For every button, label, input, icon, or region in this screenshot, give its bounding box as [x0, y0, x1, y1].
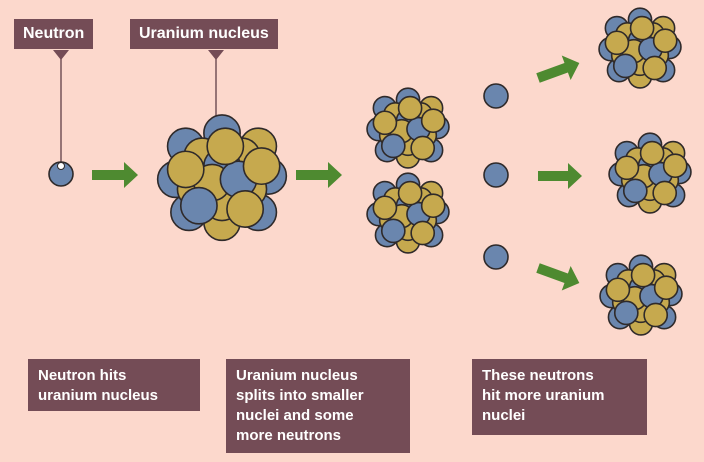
proton-particle [644, 303, 667, 326]
neutron-particle [382, 134, 405, 157]
caption-line: uranium nucleus [38, 386, 190, 406]
proton-particle [654, 29, 677, 52]
uranium-nucleus-label-text: Uranium nucleus [139, 25, 269, 42]
proton-particle [373, 196, 396, 219]
green-arrow [296, 162, 342, 188]
green-arrow [534, 51, 584, 90]
uranium-nucleus-target [600, 255, 682, 335]
caption-line: Uranium nucleus [236, 366, 400, 386]
arrow-shape [534, 256, 584, 295]
neutron-particle [382, 219, 405, 242]
proton-particle [399, 97, 422, 120]
proton-particle [168, 151, 204, 187]
uranium-nucleus-target [609, 133, 691, 213]
green-arrow [538, 163, 582, 189]
pointer-dot [58, 163, 65, 170]
proton-particle [615, 156, 638, 179]
green-arrow [92, 162, 138, 188]
proton-particle [664, 154, 687, 177]
caption-line: splits into smaller [236, 386, 400, 406]
proton-particle [631, 17, 654, 40]
proton-particle [411, 221, 434, 244]
neutron-particle [484, 163, 508, 187]
nucleus-label-pointer [208, 50, 224, 60]
daughter-nucleus [367, 173, 449, 253]
neutron-particle [614, 54, 637, 77]
proton-particle [655, 276, 678, 299]
caption-line: nuclei [482, 406, 637, 426]
neutron-particle [484, 245, 508, 269]
neutron-particle [615, 301, 638, 324]
uranium-nucleus [158, 115, 287, 240]
caption-line: hit more uranium [482, 386, 637, 406]
caption-line: more neutrons [236, 426, 400, 446]
proton-particle [641, 142, 664, 165]
proton-particle [227, 191, 263, 227]
caption-line: Neutron hits [38, 366, 190, 386]
caption-more-nuclei: These neutrons hit more uranium nuclei [472, 359, 647, 435]
arrow-shape [92, 162, 138, 188]
proton-particle [605, 31, 628, 54]
daughter-nucleus [367, 88, 449, 168]
proton-particle [373, 111, 396, 134]
proton-particle [643, 56, 666, 79]
neutron-particle [181, 188, 217, 224]
proton-particle [207, 128, 243, 164]
proton-particle [399, 182, 422, 205]
neutron-label-pointer [53, 50, 69, 60]
green-arrow [534, 256, 584, 295]
neutron-particle [624, 179, 647, 202]
proton-particle [632, 264, 655, 287]
arrow-shape [296, 162, 342, 188]
caption-neutron-hits: Neutron hits uranium nucleus [28, 359, 200, 411]
neutron-label: Neutron [14, 19, 93, 49]
caption-line: nuclei and some [236, 406, 400, 426]
neutron-particle [484, 84, 508, 108]
uranium-nucleus-target [599, 8, 681, 88]
proton-particle [411, 136, 434, 159]
arrow-shape [538, 163, 582, 189]
caption-line: These neutrons [482, 366, 637, 386]
proton-particle [422, 109, 445, 132]
proton-particle [653, 181, 676, 204]
proton-particle [243, 148, 279, 184]
arrow-shape [534, 51, 584, 90]
neutron-label-text: Neutron [23, 25, 84, 42]
caption-nucleus-splits: Uranium nucleus splits into smaller nucl… [226, 359, 410, 453]
proton-particle [606, 278, 629, 301]
proton-particle [422, 194, 445, 217]
uranium-nucleus-label: Uranium nucleus [130, 19, 278, 49]
